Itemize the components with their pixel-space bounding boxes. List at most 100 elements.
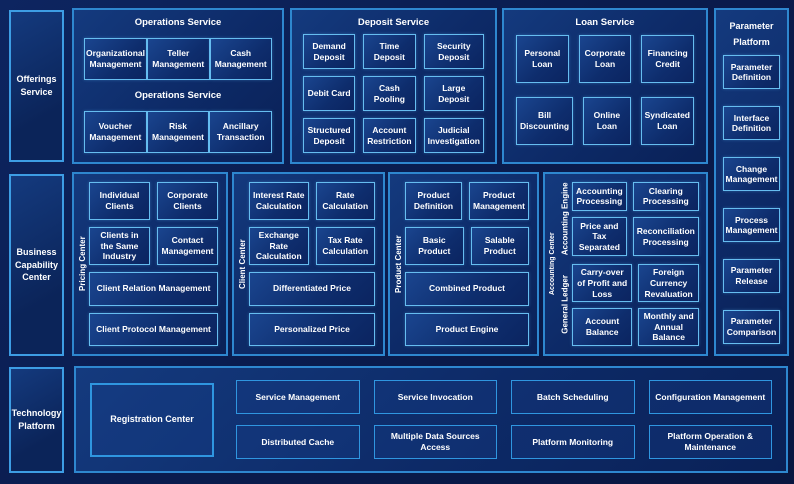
parameter-list: Parameter Definition Interface Definitio…: [723, 55, 780, 344]
box-online-loan: Online Loan: [583, 97, 631, 145]
operations-title: Operations Service: [134, 17, 222, 28]
box-tax-rate-calculation: Tax Rate Calculation: [315, 227, 375, 265]
sidebar-offerings-service: Offerings Service: [9, 10, 64, 162]
box-parameter-comparison: Parameter Comparison: [723, 309, 780, 344]
box-time-deposit: Time Deposit: [363, 34, 416, 69]
box-platform-operation-maintenance: Platform Operation & Maintenance: [648, 425, 772, 459]
general-ledger-group: General Ledger Carry-over of Profit and …: [558, 264, 699, 346]
box-service-management: Service Management: [236, 380, 360, 414]
panel-accounting-center: Accounting Center Accounting Engine Acco…: [543, 172, 708, 356]
sidebar-offerings-label: Offerings Service: [16, 74, 57, 97]
loan-row-1: Personal Loan Corporate Loan Financing C…: [516, 35, 694, 83]
panel-loan-service: Loan Service Personal Loan Corporate Loa…: [502, 8, 708, 164]
product-pair-1: Product Definition Product Management: [405, 182, 529, 220]
pricing-center-label: Pricing Center: [78, 236, 87, 292]
box-price-and-tax-separated: Price and Tax Separated: [572, 216, 627, 257]
box-foreign-currency-revaluation: Foreign Currency Revaluation: [638, 264, 699, 303]
box-organizational-management: Organizational Management: [84, 38, 147, 80]
box-account-balance: Account Balance: [572, 308, 633, 346]
box-parameter-release: Parameter Release: [723, 259, 780, 294]
panel-product-center: Product Center Product Definition Produc…: [388, 172, 539, 356]
client-pair-1: Interest Rate Calculation Rate Calculati…: [249, 182, 375, 220]
box-registration-center: Registration Center: [90, 382, 214, 457]
box-clients-same-industry: Clients in the Same Industry: [89, 227, 150, 265]
parameter-title: Parameter Platform: [729, 21, 774, 48]
box-product-engine: Product Engine: [405, 312, 529, 346]
product-center-label: Product Center: [394, 235, 403, 293]
box-large-deposit: Large Deposit: [423, 76, 484, 111]
sidebar-business-label: Business Capability Center: [14, 247, 58, 283]
box-personalized-price: Personalized Price: [249, 312, 375, 346]
product-pair-2: Basic Product Salable Product: [405, 227, 529, 265]
box-combined-product: Combined Product: [405, 272, 529, 306]
box-basic-product: Basic Product: [405, 227, 464, 265]
box-cash-management: Cash Management: [209, 38, 272, 80]
loan-rows: Personal Loan Corporate Loan Financing C…: [516, 28, 694, 152]
box-teller-management: Teller Management: [147, 38, 210, 80]
operations-subtitle: Operations Service: [134, 90, 222, 101]
box-cash-pooling: Cash Pooling: [363, 76, 416, 111]
panel-technology-platform: Registration Center Service Management S…: [74, 366, 788, 473]
box-carry-over-profit-loss: Carry-over of Profit and Loss: [572, 264, 633, 303]
box-contact-management: Contact Management: [157, 227, 218, 265]
panel-parameter-platform: Parameter Platform Parameter Definition …: [714, 8, 789, 356]
box-service-invocation: Service Invocation: [373, 380, 497, 414]
box-configuration-management: Configuration Management: [648, 380, 772, 414]
box-product-management: Product Management: [469, 182, 529, 220]
box-multiple-data-sources-access: Multiple Data Sources Access: [373, 425, 497, 459]
box-product-definition: Product Definition: [405, 182, 463, 220]
accounting-engine-grid: Accounting Processing Clearing Processin…: [572, 182, 699, 257]
box-client-protocol-management: Client Protocol Management: [89, 312, 218, 346]
panel-pricing-center: Pricing Center Individual Clients Corpor…: [72, 172, 228, 356]
box-risk-management: Risk Management: [146, 111, 210, 153]
product-content: Product Definition Product Management Ba…: [405, 182, 529, 346]
box-financing-credit: Financing Credit: [641, 35, 694, 83]
box-structured-deposit: Structured Deposit: [303, 118, 356, 153]
box-bill-discounting: Bill Discounting: [516, 97, 574, 145]
accounting-engine-label: Accounting Engine: [560, 182, 570, 256]
box-security-deposit: Security Deposit: [423, 34, 484, 69]
pricing-content: Individual Clients Corporate Clients Cli…: [89, 182, 218, 346]
panel-operations-service: Operations Service Organizational Manage…: [72, 8, 284, 164]
box-accounting-processing: Accounting Processing: [572, 182, 627, 211]
loan-row-2: Bill Discounting Online Loan Syndicated …: [516, 97, 694, 145]
operations-row-2: Voucher Management Risk Management Ancil…: [84, 111, 273, 153]
box-personal-loan: Personal Loan: [516, 35, 569, 83]
box-batch-scheduling: Batch Scheduling: [511, 380, 635, 414]
panel-client-center: Client Center Interest Rate Calculation …: [232, 172, 385, 356]
client-center-label: Client Center: [238, 239, 247, 289]
deposit-grid: Demand Deposit Time Deposit Security Dep…: [303, 34, 484, 153]
box-judicial-investigation: Judicial Investigation: [423, 118, 484, 153]
box-client-relation-management: Client Relation Management: [89, 272, 218, 306]
box-process-management: Process Management: [723, 208, 780, 243]
general-ledger-grid: Carry-over of Profit and Loss Foreign Cu…: [572, 264, 699, 346]
box-salable-product: Salable Product: [470, 227, 529, 265]
sidebar-technology-platform: Technology Platform: [9, 367, 64, 473]
box-debit-card: Debit Card: [303, 76, 356, 111]
box-change-management: Change Management: [723, 157, 780, 192]
loan-title: Loan Service: [575, 17, 635, 28]
box-exchange-rate-calculation: Exchange Rate Calculation: [249, 227, 309, 265]
client-pair-2: Exchange Rate Calculation Tax Rate Calcu…: [249, 227, 375, 265]
deposit-title: Deposit Service: [357, 17, 430, 28]
box-syndicated-loan: Syndicated Loan: [640, 97, 694, 145]
accounting-engine-group: Accounting Engine Accounting Processing …: [558, 182, 699, 257]
box-reconciliation-processing: Reconciliation Processing: [632, 216, 699, 257]
pricing-pair-2: Clients in the Same Industry Contact Man…: [89, 227, 218, 265]
box-demand-deposit: Demand Deposit: [303, 34, 356, 69]
operations-row-1: Organizational Management Teller Managem…: [84, 38, 272, 80]
box-platform-monitoring: Platform Monitoring: [511, 425, 635, 459]
box-voucher-management: Voucher Management: [84, 111, 147, 153]
box-interest-rate-calculation: Interest Rate Calculation: [249, 182, 309, 220]
accounting-center-label: Accounting Center: [549, 232, 556, 296]
box-ancillary-transaction: Ancillary Transaction: [209, 111, 273, 153]
panel-deposit-service: Deposit Service Demand Deposit Time Depo…: [290, 8, 497, 164]
box-interface-definition: Interface Definition: [723, 106, 780, 141]
box-monthly-annual-balance: Monthly and Annual Balance: [638, 308, 699, 346]
box-parameter-definition: Parameter Definition: [723, 55, 780, 90]
general-ledger-label: General Ledger: [560, 275, 570, 335]
box-clearing-processing: Clearing Processing: [632, 182, 699, 211]
box-account-restriction: Account Restriction: [363, 118, 416, 153]
pricing-pair-1: Individual Clients Corporate Clients: [89, 182, 218, 220]
